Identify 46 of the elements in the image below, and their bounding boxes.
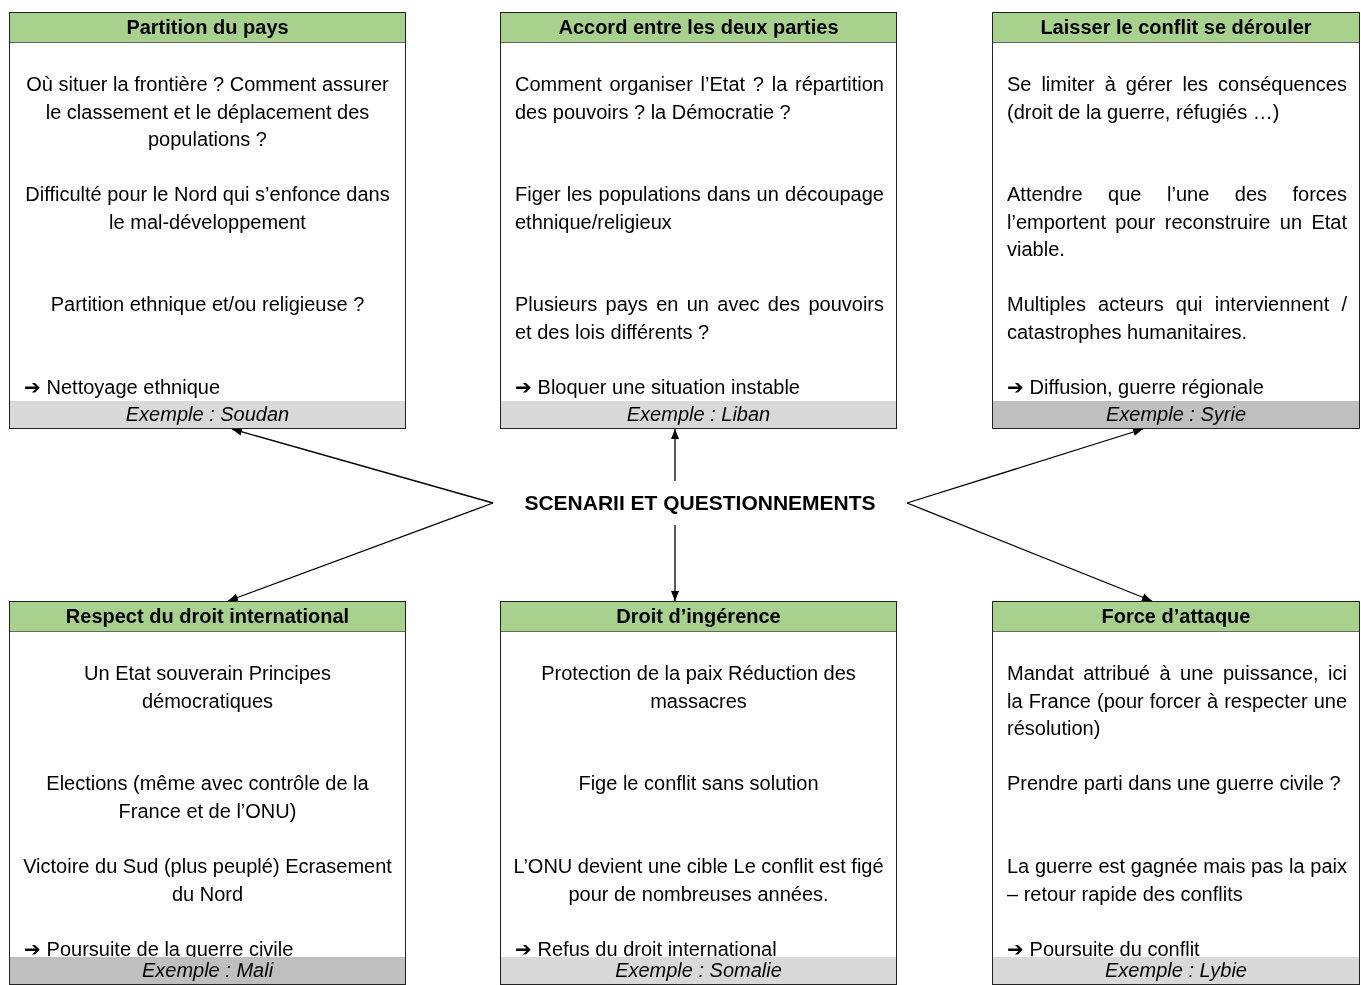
card-title: Respect du droit international (10, 602, 405, 632)
conclusion-text: ➔ Bloquer une situation instable (515, 375, 801, 400)
example-caption: Exemple : Somalie (501, 957, 896, 984)
card-text: Partition ethnique et/ou religieuse ? (49, 292, 366, 317)
card-text: Attendre que l’une des forces l’emportent pour reconstruire un Etat viable. (1007, 182, 1347, 262)
card-text: Protection de la paix Réduction des massacres (540, 661, 857, 714)
card-title: Partition du pays (10, 13, 405, 43)
example-caption: Exemple : Lybie (993, 957, 1359, 984)
card-text: L’ONU devient une cible Le conflit est figé pour de nombreuses années. (513, 854, 884, 907)
card-text: Figer les populations dans un découpage ethnique/religieux (515, 182, 884, 235)
arrow (227, 502, 494, 602)
arrow (671, 428, 679, 482)
conclusion-text: ➔ Diffusion, guerre régionale (1007, 375, 1265, 400)
example-caption: Exemple : Liban (501, 401, 896, 428)
card-title: Force d’attaque (993, 602, 1359, 632)
scenario-card (500, 601, 897, 985)
arrow (906, 502, 1153, 602)
card-text: Comment organiser l’Etat ? la répartition des pouvoirs ? la Démocratie ? (515, 72, 884, 125)
scenario-card (992, 12, 1360, 429)
card-text: Elections (même avec contrôle de la France et de l’ONU) (45, 771, 370, 824)
card-title: Accord entre les deux parties (501, 13, 896, 43)
example-caption: Exemple : Syrie (993, 401, 1359, 428)
scenario-card (500, 12, 897, 429)
card-text: Fige le conflit sans solution (577, 771, 820, 796)
card-title: Droit d’ingérence (501, 602, 896, 632)
arrow (906, 428, 1144, 504)
central-title: SCENARII ET QUESTIONNEMENTS (493, 487, 907, 519)
card-text: Victoire du Sud (plus peuplé) Ecrasement du Nord (22, 854, 393, 907)
card-text: Multiples acteurs qui interviennent / catastrophes humanitaires. (1007, 292, 1347, 345)
card-text: Se limiter à gérer les conséquences (droit de la guerre, réfugiés …) (1007, 72, 1347, 125)
arrow (671, 524, 679, 602)
scenario-card (992, 601, 1360, 985)
card-title: Laisser le conflit se dérouler (993, 13, 1359, 43)
scenario-card (9, 12, 406, 429)
card-text: Prendre parti dans une guerre civile ? (1007, 771, 1342, 796)
conclusion-text: ➔ Nettoyage ethnique (24, 375, 222, 400)
scenario-card (9, 601, 406, 985)
card-text: Plusieurs pays en un avec des pouvoirs et des lois différents ? (515, 292, 884, 345)
card-text: Mandat attribué à une puissance, ici la France (pour forcer à respecter une résolution) (1007, 661, 1347, 741)
example-caption: Exemple : Mali (10, 957, 405, 984)
card-text: Difficulté pour le Nord qui s’enfonce dans le mal-développement (24, 182, 391, 235)
card-text: La guerre est gagnée mais pas la paix – retour rapide des conflits (1007, 854, 1347, 907)
arrow (231, 427, 494, 504)
card-text: Où situer la frontière ? Comment assurer le classement et le déplacement des populations ? (25, 72, 390, 152)
card-text: Un Etat souverain Principes démocratiques (83, 661, 332, 714)
example-caption: Exemple : Soudan (10, 401, 405, 428)
